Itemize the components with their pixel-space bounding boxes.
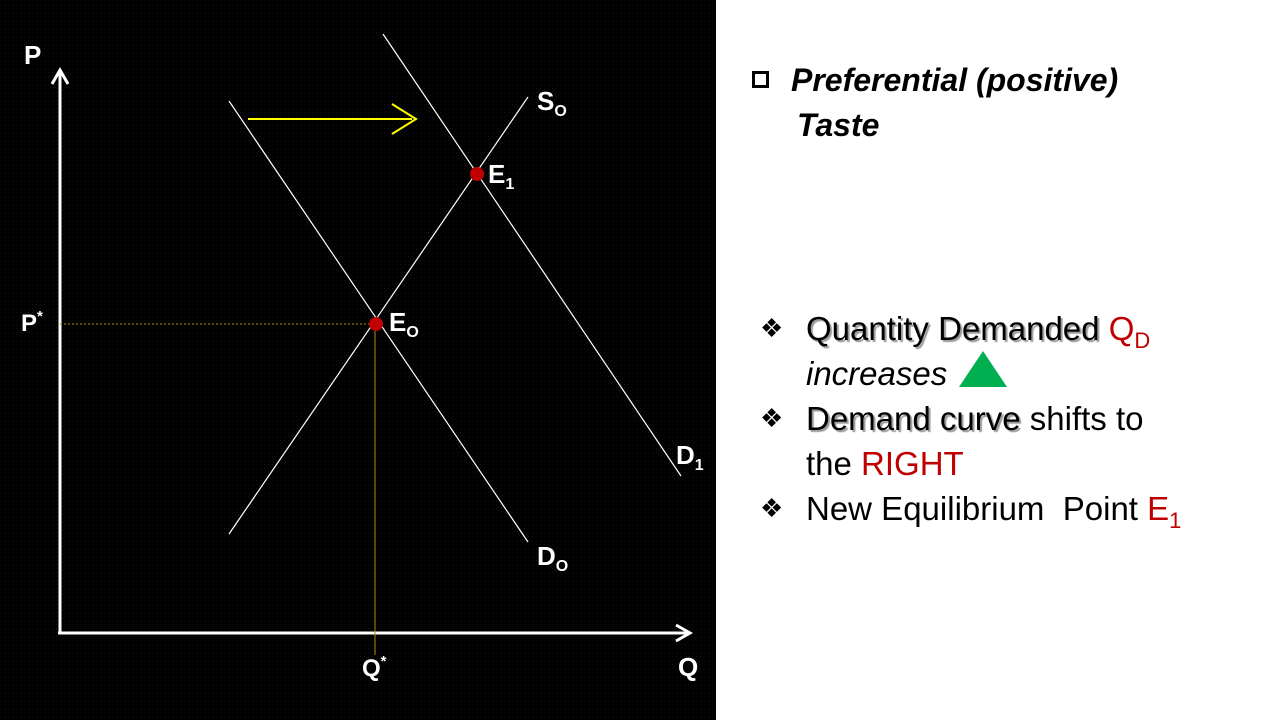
- equilibrium-point-e1: [470, 167, 484, 181]
- bullet-demand-curve: ❖ Demand curve shifts to the RIGHT: [760, 396, 1270, 486]
- p-star-label: P*: [21, 308, 43, 337]
- bullet-new-equilibrium: ❖ New Equilibrium Point E1: [760, 486, 1270, 533]
- equilibrium-point-e0: [369, 317, 383, 331]
- demand-curve-text: Demand curve: [806, 400, 1021, 437]
- right-text: RIGHT: [861, 445, 964, 482]
- diamond-bullet-icon: ❖: [760, 493, 784, 523]
- heading-line-1: Preferential (positive): [791, 62, 1119, 98]
- up-triangle-icon: [959, 351, 1008, 387]
- price-axis: [50, 66, 70, 634]
- slide-heading: Preferential (positive) Taste: [752, 58, 1252, 148]
- diagram-background: [0, 0, 716, 720]
- q-star-label: Q*: [362, 653, 387, 682]
- checkbox-icon: [752, 71, 769, 89]
- equilibrium-e1-label: E1: [488, 159, 514, 193]
- e1-symbol: E1: [1147, 490, 1182, 533]
- bullet-list: ❖ Quantity Demanded QD increases ❖ Deman…: [760, 306, 1270, 533]
- supply-curve-label: SO: [537, 86, 567, 120]
- qd-symbol: QD: [1108, 310, 1151, 353]
- diamond-bullet-icon: ❖: [760, 313, 784, 343]
- diagram-panel: P Q P* Q* SO DO D1 EO E1: [0, 0, 716, 720]
- heading-line-2: Taste: [797, 107, 880, 143]
- quantity-demanded-text: Quantity Demanded: [806, 310, 1100, 347]
- the-text: the: [806, 445, 862, 482]
- supply-demand-diagram: P Q P* Q* SO DO D1 EO E1: [0, 0, 716, 720]
- quantity-axis-label: Q: [678, 652, 698, 682]
- bullet-quantity-demanded: ❖ Quantity Demanded QD increases: [760, 306, 1270, 396]
- increases-text: increases: [806, 355, 948, 392]
- text-panel: Preferential (positive) Taste ❖ Quantity…: [716, 0, 1280, 720]
- price-axis-label: P: [24, 40, 41, 70]
- demand-curve-d0-label: DO: [537, 541, 568, 575]
- diamond-bullet-icon: ❖: [760, 403, 784, 433]
- quantity-axis: [58, 623, 694, 643]
- demand-curve-d1-label: D1: [676, 440, 704, 474]
- new-equilibrium-text: New Equilibrium Point: [806, 490, 1148, 527]
- shifts-to-text: shifts to: [1020, 400, 1144, 437]
- demand-curve-d1: [382, 33, 682, 477]
- equilibrium-e0-label: EO: [389, 307, 419, 341]
- rightward-shift-arrow: [248, 103, 418, 135]
